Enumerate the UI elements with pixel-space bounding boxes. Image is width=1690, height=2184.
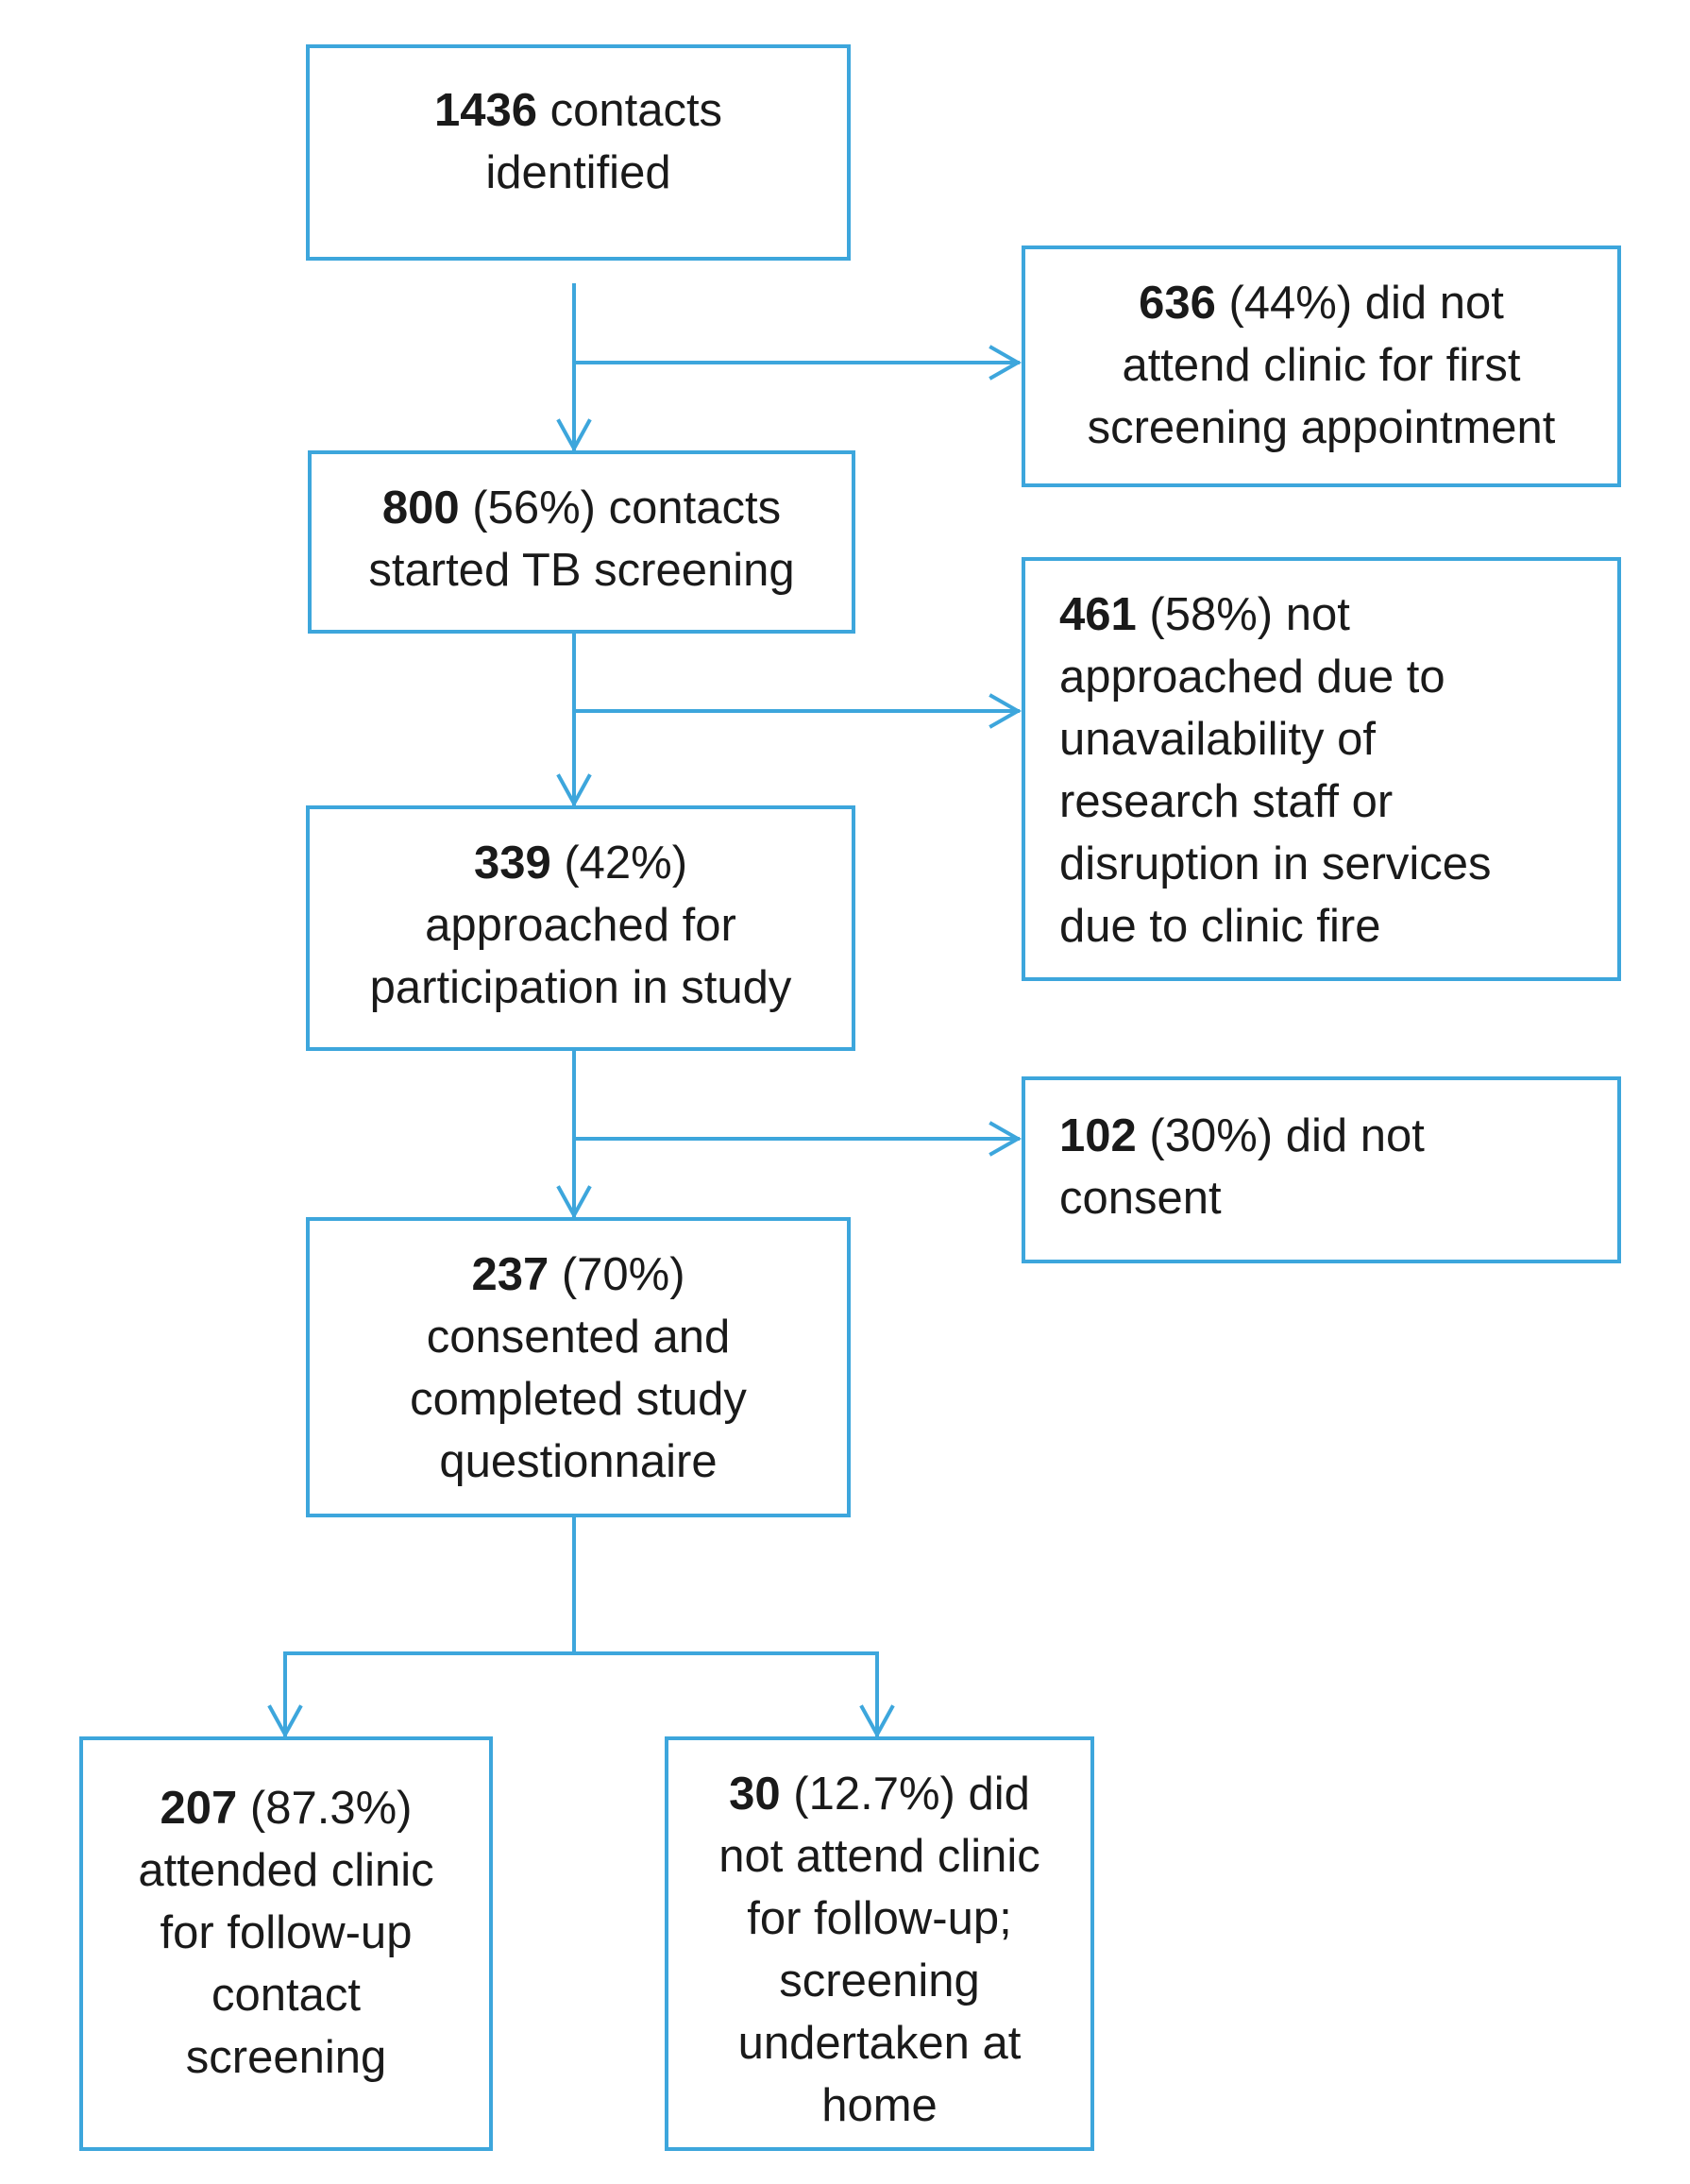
box-did-not-attend-first: 636 (44%) did not attend clinic for firs… [1022,245,1621,487]
box-text: approached for [425,900,736,951]
arrow-started-to-approached [556,633,592,808]
box-text: unavailability of [1059,714,1377,765]
box-text: questionnaire [439,1436,718,1487]
box-not-approached: 461 (58%) not approached due to unavaila… [1022,557,1621,981]
box-line: 461 (58%) not [1059,584,1617,646]
box-text: consented and [426,1312,731,1363]
box-text: attended clinic [138,1845,434,1896]
box-line: 800 (56%) contacts [312,477,852,539]
box-text: (70%) [561,1249,685,1300]
arrow-to-attended-followup [267,1651,303,1739]
arrow-approached-to-consented [556,1050,592,1220]
box-home-screening: 30 (12.7%) did not attend clinic for fol… [665,1736,1094,2151]
box-line: 1436 contacts [310,79,847,142]
arrow-identified-to-started [556,283,592,453]
box-text: disruption in services [1059,838,1492,889]
box-text: for follow-up [160,1907,413,1958]
box-text: started TB screening [368,545,795,596]
count-value: 207 [160,1783,238,1834]
box-text: (44%) did not [1228,278,1504,329]
count-value: 636 [1139,278,1216,329]
box-approached-for-participation: 339 (42%) approached for participation i… [306,805,855,1051]
box-text: due to clinic fire [1059,901,1381,952]
box-text: (87.3%) [249,1783,413,1834]
box-text: undertaken at [737,2018,1022,2069]
box-text: (30%) did not [1149,1110,1425,1161]
box-started-screening: 800 (56%) contacts started TB screening [308,450,855,634]
box-text: screening [185,2032,387,2083]
count-value: 800 [381,483,460,533]
arrow-to-not-approached [572,693,1022,729]
box-text: screening appointment [1087,402,1556,453]
box-text: approached due to [1059,652,1445,703]
box-text: contact [211,1970,361,2021]
count-value: 339 [473,838,551,889]
box-text: (42%) [564,838,688,889]
box-line: 207 (87.3%) [83,1777,489,1839]
count-value: 1436 [433,85,537,136]
box-text: research staff or [1059,776,1394,827]
arrow-to-home-screening [859,1651,895,1739]
box-text: attend clinic for first [1122,340,1521,391]
box-text: screening [779,1955,980,2006]
box-text: (58%) not [1149,589,1350,640]
box-line: 339 (42%) [310,832,852,894]
box-contacts-identified: 1436 contacts identified [306,44,851,261]
box-text: for follow-up; [747,1893,1012,1944]
box-text: contacts [549,85,723,136]
box-attended-followup: 207 (87.3%) attended clinic for follow-u… [79,1736,493,2151]
box-did-not-consent: 102 (30%) did not consent [1022,1076,1621,1263]
box-text: not attend clinic [718,1831,1040,1882]
box-text: (56%) contacts [472,483,782,533]
box-text: participation in study [369,962,792,1013]
box-line: 237 (70%) [310,1244,847,1306]
box-consented-completed: 237 (70%) consented and completed study … [306,1217,851,1517]
arrow-to-not-consent [572,1121,1022,1157]
box-text: identified [485,147,671,198]
box-text: (12.7%) did [793,1769,1030,1820]
box-text: completed study [410,1374,747,1425]
count-value: 30 [729,1769,781,1820]
count-value: 102 [1059,1110,1137,1161]
arrow-to-not-attend-first [572,345,1022,381]
count-value: 237 [471,1249,549,1300]
count-value: 461 [1059,589,1137,640]
box-text: consent [1059,1173,1222,1224]
box-text: home [821,2080,938,2131]
box-line: 30 (12.7%) did [668,1763,1090,1825]
box-line: 102 (30%) did not [1059,1105,1617,1167]
box-line: 636 (44%) did not [1025,272,1617,334]
